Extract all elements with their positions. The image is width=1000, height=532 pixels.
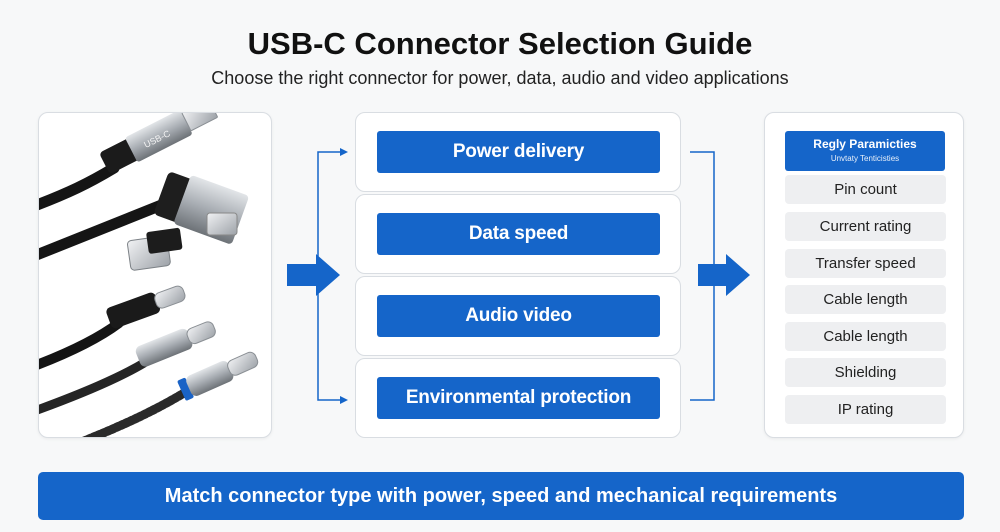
connector-photo-panel: USB-C <box>38 112 272 438</box>
parameter-item-shielding: Shielding <box>785 358 946 387</box>
criteria-card-power-delivery: Power delivery <box>355 112 681 192</box>
summary-banner: Match connector type with power, speed a… <box>38 472 964 520</box>
parameter-item-ip-rating: IP rating <box>785 395 946 424</box>
criteria-data-speed-button[interactable]: Data speed <box>377 213 660 255</box>
flow-arrow-left <box>287 254 340 296</box>
parameter-item-transfer-speed: Transfer speed <box>785 249 946 278</box>
parameter-item-cable-length: Cable length <box>785 285 946 314</box>
parameter-item-cable-length-2: Cable length <box>785 322 946 351</box>
bracket-arrowhead-bottom <box>340 396 348 404</box>
criteria-card-data-speed: Data speed <box>355 194 681 274</box>
criteria-card-environmental-protection: Environmental protection <box>355 358 681 438</box>
criteria-card-audio-video: Audio video <box>355 276 681 356</box>
criteria-audio-video-button[interactable]: Audio video <box>377 295 660 337</box>
page-title: USB-C Connector Selection Guide <box>247 26 753 61</box>
page-subtitle: Choose the right connector for power, da… <box>211 68 789 88</box>
parameter-item-current-rating: Current rating <box>785 212 946 241</box>
parameter-item-pin-count: Pin count <box>785 175 946 204</box>
bracket-arrowhead-top <box>340 148 348 156</box>
criteria-power-delivery-button[interactable]: Power delivery <box>377 131 660 173</box>
criteria-environmental-protection-button[interactable]: Environmental protection <box>377 377 660 419</box>
parameters-header: Regly Paramicties Unvtaty Tenticisties <box>785 131 945 171</box>
flow-arrow-right <box>698 254 750 296</box>
parameters-header-title: Regly Paramicties <box>813 137 917 151</box>
parameters-header-subtitle: Unvtaty Tenticisties <box>830 154 900 163</box>
usb-cables-illustration: USB-C <box>39 113 259 437</box>
parameters-panel: Regly Paramicties Unvtaty Tenticisties P… <box>764 112 964 438</box>
